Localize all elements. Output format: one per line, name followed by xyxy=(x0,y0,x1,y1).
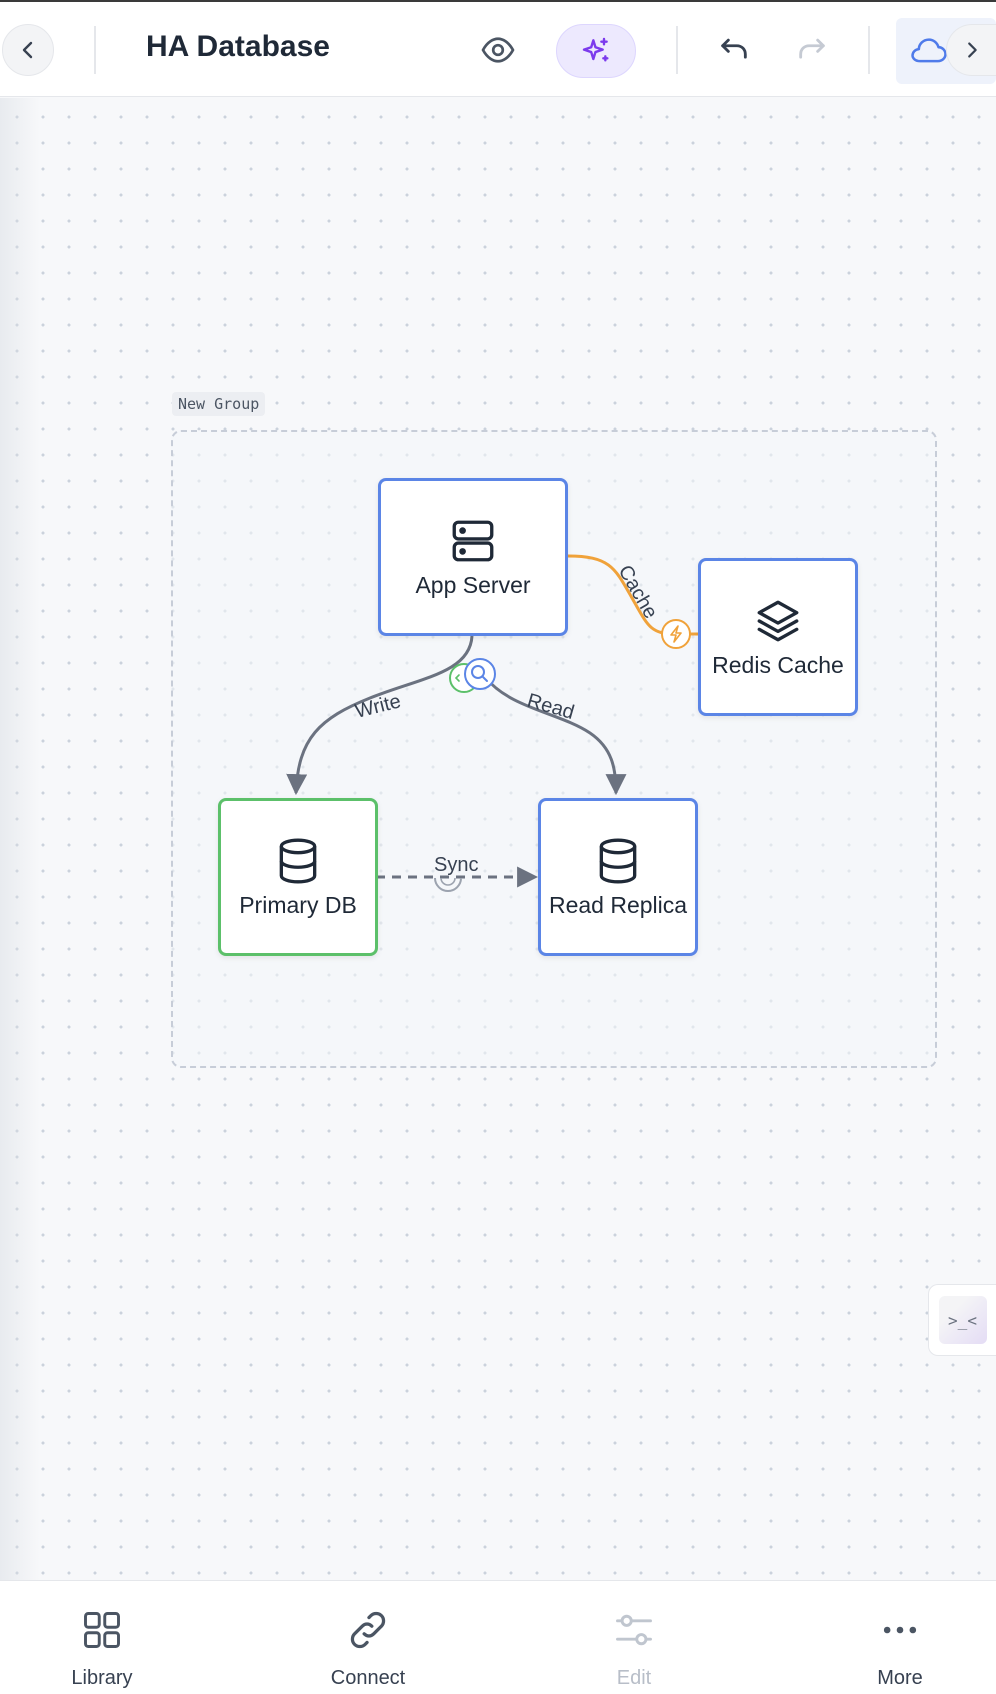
more-icon xyxy=(883,1626,917,1634)
scroll-toolbar-right-button[interactable] xyxy=(946,24,996,76)
edge-write[interactable] xyxy=(286,635,474,796)
nav-label: Library xyxy=(71,1667,133,1689)
bottom-navigation: Library Connect Edit More xyxy=(0,1580,996,1694)
redo-icon xyxy=(799,38,825,59)
preview-button[interactable] xyxy=(470,22,526,78)
edges-layer: Cache Write Read Sync xyxy=(286,554,698,892)
chevron-left-icon xyxy=(22,41,33,59)
node-label: Primary DB xyxy=(239,891,357,918)
grid-icon xyxy=(84,1612,120,1648)
sliders-icon xyxy=(616,1614,652,1646)
ai-assistant-button[interactable] xyxy=(556,24,636,78)
nav-connect[interactable]: Connect xyxy=(288,1581,448,1694)
eye-icon xyxy=(481,37,515,63)
node-primary-db[interactable]: Primary DB xyxy=(218,798,378,956)
bolt-icon xyxy=(661,619,691,649)
database-icon xyxy=(599,838,637,884)
diagram-canvas[interactable]: New Group Cache Write Read xyxy=(0,98,996,1580)
edge-label-cache[interactable]: Cache xyxy=(614,562,662,623)
node-label: Read Replica xyxy=(548,891,688,918)
edge-label-read[interactable]: Read xyxy=(525,690,577,724)
undo-icon xyxy=(721,38,747,59)
nav-label: Edit xyxy=(616,1667,652,1689)
search-icon xyxy=(464,658,496,690)
sparkles-icon xyxy=(582,37,609,62)
toolbar-divider xyxy=(676,26,678,74)
undo-button[interactable] xyxy=(706,22,762,78)
link-icon xyxy=(350,1611,386,1649)
node-redis-cache[interactable]: Redis Cache xyxy=(698,558,858,716)
redo-button[interactable] xyxy=(784,22,840,78)
chevron-right-icon xyxy=(967,42,977,58)
edge-label-sync[interactable]: Sync xyxy=(434,854,478,876)
edge-label-write[interactable]: Write xyxy=(353,690,403,723)
node-label: Redis Cache xyxy=(712,651,844,678)
terminal-toggle-button[interactable]: >_< xyxy=(928,1284,996,1356)
nav-more[interactable]: More xyxy=(820,1581,980,1694)
toolbar-divider xyxy=(868,26,870,74)
back-button[interactable] xyxy=(2,24,54,76)
diagram-title[interactable]: HA Database xyxy=(146,30,330,63)
database-icon xyxy=(279,838,317,884)
server-icon xyxy=(452,520,494,561)
terminal-icon: >_< xyxy=(938,1296,987,1344)
group-label[interactable]: New Group xyxy=(172,392,266,416)
node-read-replica[interactable]: Read Replica xyxy=(538,798,698,956)
toolbar-divider xyxy=(94,26,96,74)
sync-icon xyxy=(434,877,462,892)
node-label: App Server xyxy=(415,571,531,598)
cloud-icon xyxy=(911,38,947,63)
node-app-server[interactable]: App Server xyxy=(378,478,568,636)
layers-icon xyxy=(757,600,799,641)
nav-label: More xyxy=(877,1667,923,1689)
nav-label: Connect xyxy=(330,1667,406,1689)
edge-read[interactable] xyxy=(484,677,627,796)
nav-edit[interactable]: Edit xyxy=(554,1581,714,1694)
top-toolbar: HA Database xyxy=(0,0,996,97)
canvas-edge-shadow xyxy=(0,98,40,1580)
nav-library[interactable]: Library xyxy=(22,1581,182,1694)
